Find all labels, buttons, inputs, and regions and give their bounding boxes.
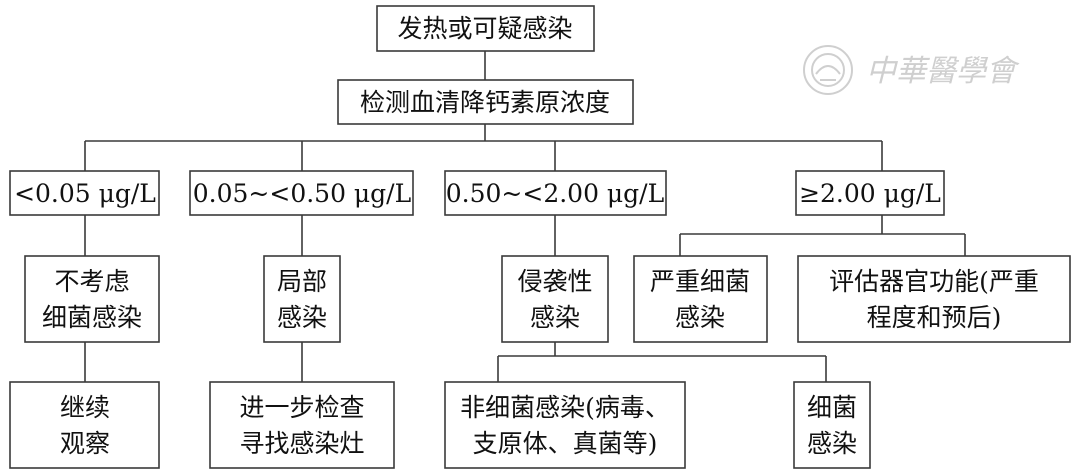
node-range2-line1: 0.05~<0.50 μg/L xyxy=(193,179,411,208)
node-further: 进一步检查 寻找感染灶 xyxy=(209,381,395,469)
node-no-bacterial-line1: 不考虑 xyxy=(54,267,129,296)
node-assess-line2: 程度和预后) xyxy=(867,303,1002,332)
watermark-text: 中華醫學會 xyxy=(866,54,1020,89)
node-range4-line1: ≥2.00 μg/L xyxy=(799,179,941,208)
node-range1: <0.05 μg/L xyxy=(9,170,160,216)
node-non-bacterial: 非细菌感染(病毒、 支原体、真菌等) xyxy=(444,381,686,469)
node-local: 局部 感染 xyxy=(263,255,341,343)
node-range3-line1: 0.50~<2.00 μg/L xyxy=(446,179,664,208)
node-invasive-line2: 感染 xyxy=(530,303,580,332)
node-severe: 严重细菌 感染 xyxy=(633,255,768,343)
node-bacterial-line2: 感染 xyxy=(807,429,857,458)
node-observe: 继续 观察 xyxy=(9,381,160,469)
node-non-bacterial-line2: 支原体、真菌等) xyxy=(473,429,658,458)
connectors xyxy=(84,51,966,382)
node-further-line2: 寻找感染灶 xyxy=(239,429,364,458)
node-non-bacterial-line1: 非细菌感染(病毒、 xyxy=(460,393,670,422)
node-test: 检测血清降钙素原浓度 xyxy=(337,79,634,125)
watermark-emblem-icon xyxy=(803,45,853,95)
node-range4: ≥2.00 μg/L xyxy=(795,170,945,216)
node-bacterial: 细菌 感染 xyxy=(793,381,871,469)
node-observe-line1: 继续 xyxy=(60,393,110,422)
node-no-bacterial: 不考虑 细菌感染 xyxy=(24,255,160,343)
node-no-bacterial-line2: 细菌感染 xyxy=(42,303,142,332)
node-local-line1: 局部 xyxy=(277,267,327,296)
node-root: 发热或可疑感染 xyxy=(376,5,595,52)
node-range3: 0.50~<2.00 μg/L xyxy=(444,170,667,216)
node-root-line1: 发热或可疑感染 xyxy=(397,14,572,43)
node-test-line1: 检测血清降钙素原浓度 xyxy=(360,88,610,117)
node-severe-line2: 感染 xyxy=(675,303,725,332)
node-invasive-line1: 侵袭性 xyxy=(517,267,592,296)
node-severe-line1: 严重细菌 xyxy=(650,267,750,296)
node-range1-line1: <0.05 μg/L xyxy=(14,179,156,208)
watermark: 中華醫學會 xyxy=(803,45,1020,95)
node-further-line1: 进一步检查 xyxy=(239,393,364,422)
node-bacterial-line1: 细菌 xyxy=(807,393,857,422)
node-assess: 评估器官功能(严重 程度和预后) xyxy=(797,255,1071,343)
node-local-line2: 感染 xyxy=(277,303,327,332)
node-invasive: 侵袭性 感染 xyxy=(501,255,609,343)
node-range2: 0.05~<0.50 μg/L xyxy=(189,170,414,216)
node-assess-line1: 评估器官功能(严重 xyxy=(829,267,1039,296)
node-observe-line2: 观察 xyxy=(60,429,110,458)
